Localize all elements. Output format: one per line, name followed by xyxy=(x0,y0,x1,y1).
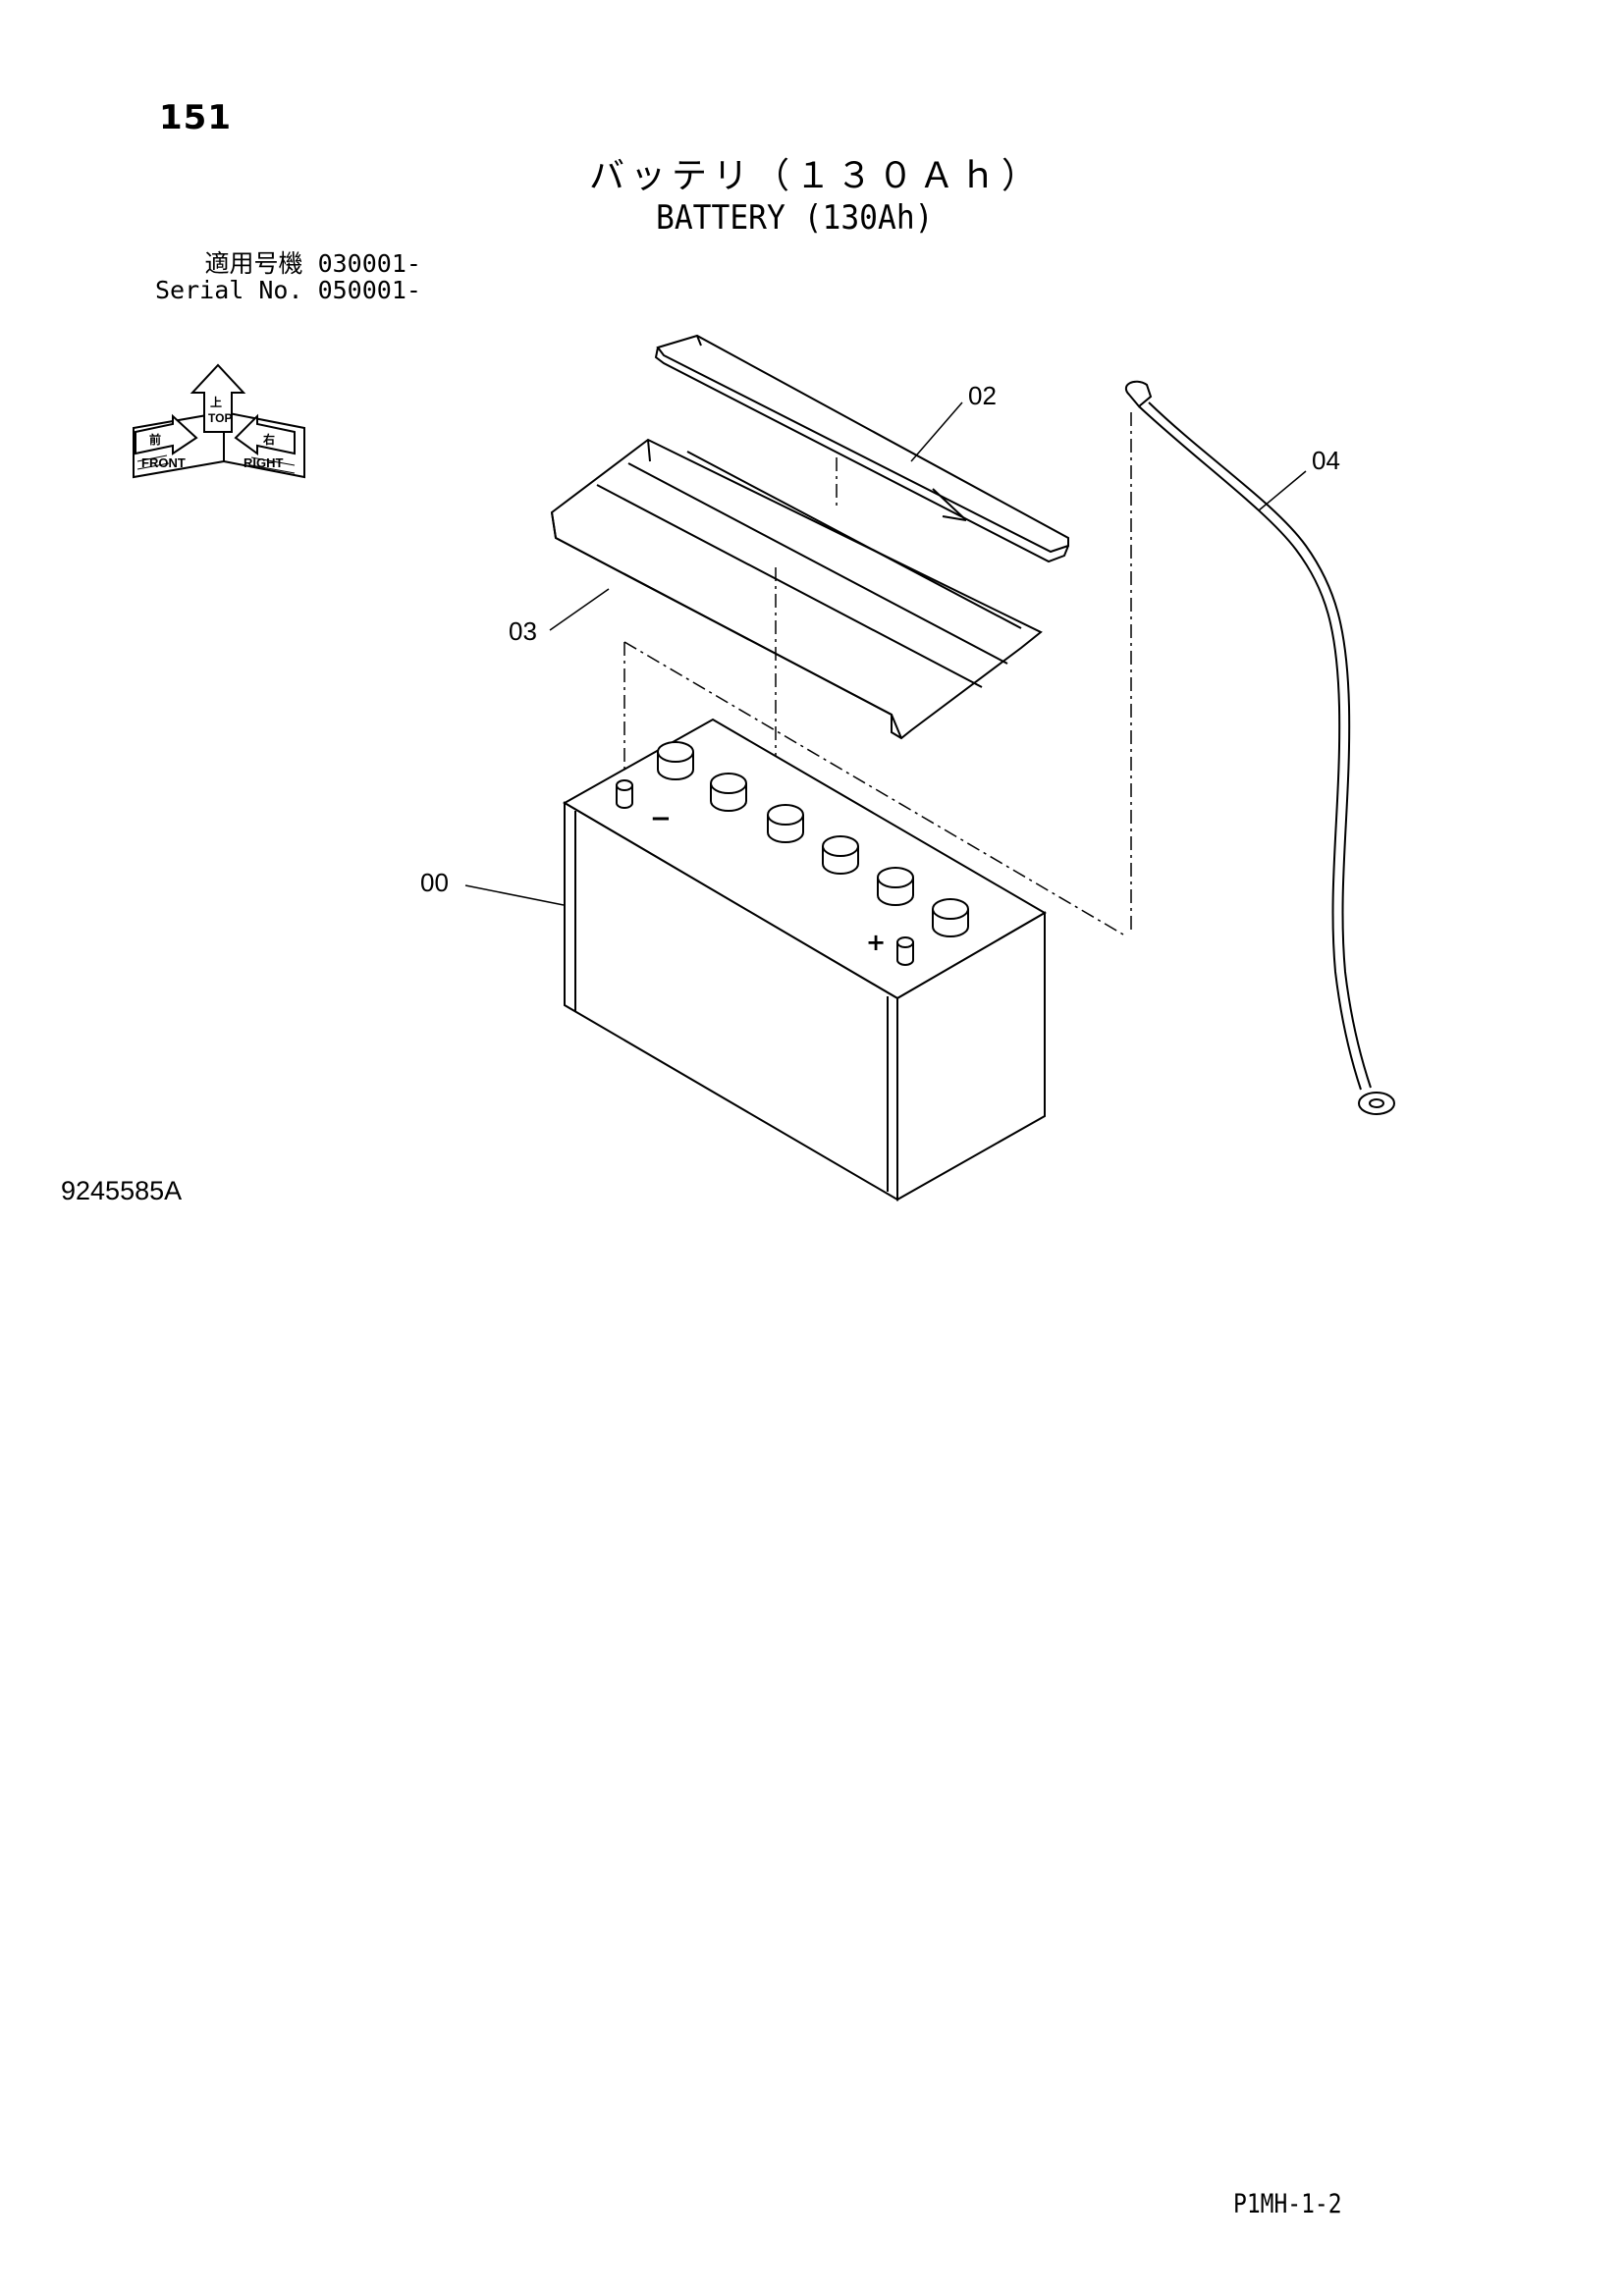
drawing-number: 9245585A xyxy=(61,1176,183,1205)
page-code: P1MH-1-2 xyxy=(1233,2189,1342,2219)
serial-value-english: 050001- xyxy=(317,276,421,304)
cell-cap-4 xyxy=(822,835,859,875)
orientation-label-top-jp: 上 xyxy=(210,395,222,409)
callout-02: 02 xyxy=(968,381,997,410)
serial-label-english: Serial No. xyxy=(155,276,303,304)
orientation-label-front-jp: 前 xyxy=(149,432,161,447)
battery-terminals-and-caps: − + xyxy=(616,741,969,966)
cell-cap-5 xyxy=(877,867,914,906)
cell-cap-6 xyxy=(932,898,969,937)
cell-cap-1 xyxy=(657,741,694,780)
page-title-english: BATTERY (130Ah) xyxy=(656,198,934,238)
callout-04: 04 xyxy=(1312,446,1340,475)
cell-cap-3 xyxy=(767,804,804,843)
positive-mark: + xyxy=(866,929,886,956)
page-number: 151 xyxy=(159,98,232,137)
callout-00: 00 xyxy=(420,868,449,897)
callout-03: 03 xyxy=(509,616,537,646)
orientation-label-top: TOP xyxy=(208,411,232,425)
orientation-icon: FRONT RIGHT TOP 前 右 上 xyxy=(133,363,305,479)
ground-cable xyxy=(1124,380,1395,1115)
page-title-japanese: バッテリ（１３０Ａｈ） xyxy=(589,156,1044,196)
negative-mark: − xyxy=(650,804,672,833)
negative-terminal xyxy=(616,779,633,809)
orientation-label-right-jp: 右 xyxy=(262,432,275,447)
serial-applicability: 適用号機 030001- Serial No. 050001- xyxy=(155,250,421,303)
positive-terminal xyxy=(896,936,914,966)
cell-cap-2 xyxy=(710,773,747,812)
battery-hold-down-bracket xyxy=(654,334,1069,563)
serial-row-japanese: 適用号機 030001- xyxy=(155,250,421,277)
serial-row-english: Serial No. 050001- xyxy=(155,277,421,303)
serial-label-japanese: 適用号機 xyxy=(204,249,303,278)
orientation-label-right: RIGHT xyxy=(244,455,284,470)
orientation-label-front: FRONT xyxy=(141,455,186,470)
leader-lines xyxy=(464,401,1307,906)
battery-cover xyxy=(550,438,1043,740)
serial-value-japanese: 030001- xyxy=(317,249,421,278)
battery-body xyxy=(562,718,1047,1201)
